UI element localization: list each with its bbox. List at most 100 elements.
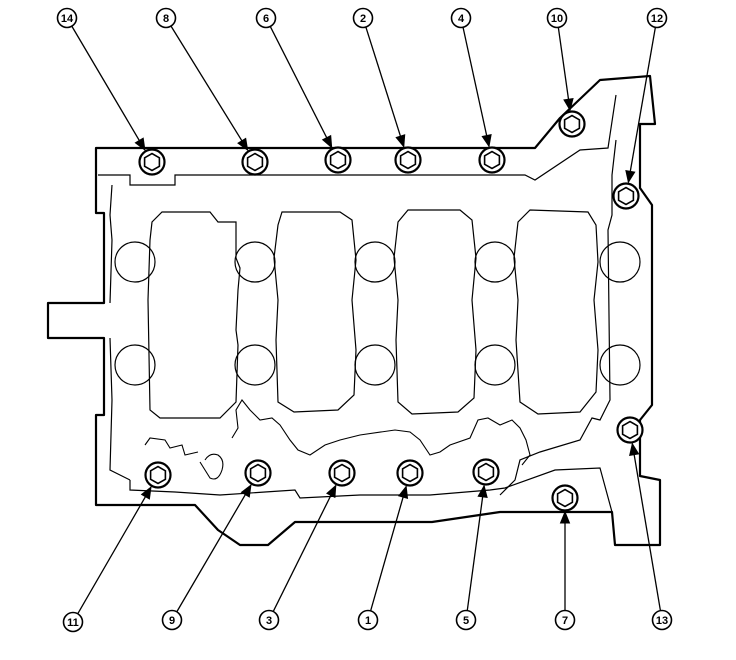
callout-circle [450,7,472,29]
callout-circle [352,7,374,29]
bolt-bottom-2 [244,459,272,487]
callout-12: 12 [625,7,668,184]
passage-hole [234,344,276,386]
bolt-hex-head [246,152,264,172]
leader-arrowhead [477,484,488,498]
bolt-top-3 [324,146,352,174]
callout-number: 4 [458,13,465,25]
callout-7: 7 [554,510,576,631]
leader-line [71,26,146,151]
callout-14: 14 [56,7,146,152]
callout-number: 1 [365,615,371,627]
callout-circle [255,7,277,29]
leader-line [627,27,656,183]
leader-line [557,27,571,111]
bolt-top-5 [478,146,506,174]
leader-arrowhead [397,485,409,499]
callout-number: 7 [562,615,568,627]
leader-arrowhead [559,510,571,524]
block-lower-contour [144,399,531,480]
passage-hole [114,344,156,386]
callout-number: 3 [266,615,272,627]
leader-line [370,486,407,611]
callout-circle [155,7,177,29]
block-right-inner-edge [499,139,617,496]
leader-arrowhead [563,97,574,112]
leader-line [631,443,661,611]
block-top-inner-edge [98,94,617,186]
callout-number: 14 [61,13,74,25]
callout-13: 13 [629,442,673,631]
leader-arrowhead [629,442,640,457]
callout-circle [161,609,183,631]
bolt-hex-head [556,488,574,508]
passage-hole [234,241,276,283]
leader-arrowhead [140,485,152,500]
bolt-top-1 [138,148,166,176]
bolt-hex-head [621,420,639,440]
block-bottom-inner-edge [129,467,613,513]
callout-circle [357,609,379,631]
callout-circle [651,609,673,631]
leader-line [462,27,490,147]
callout-circle [554,609,576,631]
leader-line [269,26,333,148]
leader-arrowhead [134,137,146,152]
callout-number: 6 [263,13,269,25]
callout-circle [62,611,84,633]
callout-2: 2 [352,7,406,148]
bolt-right-lower [616,416,644,444]
callout-1: 1 [357,485,409,631]
leader-line [272,485,337,612]
callout-number: 5 [463,615,469,627]
callout-number: 8 [163,13,169,25]
leader-arrowhead [481,133,492,148]
leader-line [176,484,252,612]
callout-circle [546,7,568,29]
bolt-bottom-5 [472,458,500,486]
passage-hole [474,241,516,283]
bolt-bottom-3 [328,459,356,487]
leader-arrowhead [240,483,252,498]
bolt-hex-head [401,463,419,483]
bolt-group [138,110,644,512]
passage-hole [354,344,396,386]
leader-line [466,485,485,611]
bolt-hex-head [329,150,347,170]
bolt-hex-head [249,463,267,483]
leader-line [365,27,405,147]
bolt-right-upper [612,182,640,210]
bolt-bottom-4 [396,459,424,487]
passage-hole [474,344,516,386]
callout-number: 11 [67,617,79,629]
callout-circle [455,609,477,631]
passage-hole [599,344,641,386]
bolt-bottom-1 [144,461,172,489]
block-outline [46,74,662,547]
leader-arrowhead [237,137,249,152]
block-left-inner-edge [109,184,131,481]
bore-opening-4 [513,209,599,415]
bore-opening-3 [393,209,477,415]
leader-arrowhead [395,134,406,148]
bolt-hex-head [149,465,167,485]
leader-arrowhead [326,484,337,499]
callout-8: 8 [155,7,249,152]
bolt-hex-head [617,186,635,206]
bolt-hex-head [483,150,501,170]
passage-holes [114,241,641,386]
passage-hole [599,241,641,283]
passage-hole [354,241,396,283]
callout-6: 6 [255,7,333,149]
leader-line [77,486,152,614]
callout-number: 9 [169,615,175,627]
callout-circle [646,7,668,29]
callout-circle [56,7,78,29]
bolt-top-2 [241,148,269,176]
bolt-bottom-right [551,484,579,512]
bolt-hex-head [333,463,351,483]
callout-9: 9 [161,483,252,631]
bolt-top-right-corner [558,110,586,138]
